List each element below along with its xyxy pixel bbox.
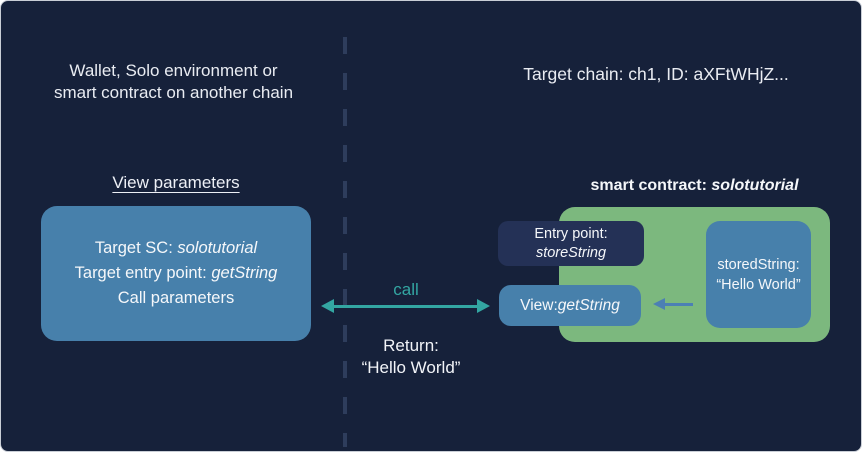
view-parameters-box: Target SC: solotutorial Target entry poi… — [41, 206, 311, 341]
view-label-prefix: View: — [520, 296, 558, 314]
call-arrowhead-left-icon — [321, 299, 334, 313]
call-arrowhead-right-icon — [477, 299, 490, 313]
caller-environment-heading: Wallet, Solo environment or smart contra… — [26, 60, 321, 104]
call-arrow-label: call — [393, 280, 419, 299]
stored-to-view-arrow-line — [664, 303, 693, 306]
entry-point-box: Entry point: storeString — [498, 221, 644, 266]
call-arrow-line — [332, 305, 479, 308]
stored-to-view-arrowhead-icon — [653, 298, 665, 310]
view-getstring-box: View: getString — [499, 285, 641, 326]
view-function-name: getString — [557, 296, 620, 314]
target-sc-prefix: Target SC: — [94, 239, 178, 257]
return-value-label: Return: “Hello World” — [331, 335, 491, 379]
smart-contract-name: solotutorial — [711, 177, 799, 194]
target-sc-line: Target SC: solotutorial — [95, 236, 257, 261]
stored-string-label: storedString: — [717, 256, 800, 273]
chain-boundary-dashed-divider — [343, 37, 347, 447]
entry-point-label: Entry point: — [534, 225, 608, 242]
call-parameters-line: Call parameters — [117, 289, 235, 307]
stored-string-box: storedString: “Hello World” — [706, 221, 811, 328]
caller-heading-line2: smart contract on another chain — [53, 83, 294, 102]
stored-string-value: “Hello World” — [716, 276, 801, 293]
return-label-line1: Return: — [383, 336, 439, 355]
smart-contract-label: smart contract: solotutorial — [559, 177, 830, 195]
caller-heading-line1: Wallet, Solo environment or — [69, 61, 278, 80]
view-parameters-label: View parameters — [112, 173, 240, 192]
target-entry-name: getString — [211, 264, 278, 282]
target-entry-point-line: Target entry point: getString — [75, 261, 278, 286]
return-label-line2: “Hello World” — [361, 358, 461, 377]
target-sc-name: solotutorial — [177, 239, 258, 257]
entry-point-name: storeString — [535, 244, 607, 261]
target-entry-prefix: Target entry point: — [74, 264, 212, 282]
target-chain-heading: Target chain: ch1, ID: aXFtWHjZ... — [523, 64, 789, 84]
smart-contract-prefix: smart contract: — [590, 177, 712, 194]
